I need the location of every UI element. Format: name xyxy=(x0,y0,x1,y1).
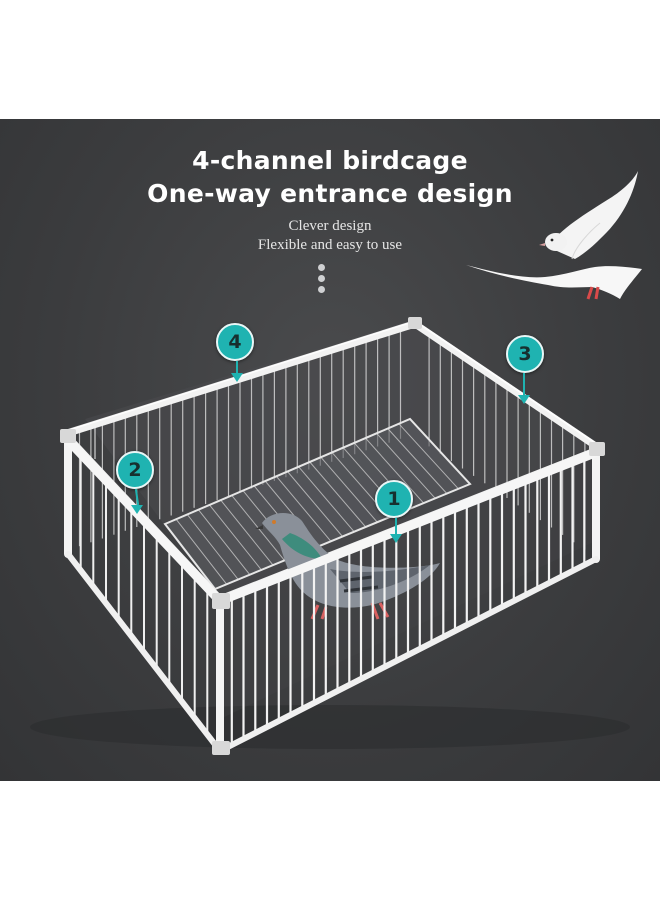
headline-line-2: One-way entrance design xyxy=(147,179,513,208)
headline-line-1: 4-channel birdcage xyxy=(192,146,468,175)
marker-4: 4 xyxy=(216,323,254,361)
birdcage-illustration xyxy=(30,171,642,755)
marker-1: 1 xyxy=(375,480,413,518)
cage-frame-posts xyxy=(64,433,600,755)
ellipsis-dots-icon xyxy=(316,264,326,297)
product-banner: 4-channel birdcage One-way entrance desi… xyxy=(0,119,660,781)
subtitle-line-2: Flexible and easy to use xyxy=(257,237,403,253)
marker-2: 2 xyxy=(116,451,154,489)
flying-dove-icon xyxy=(466,171,642,300)
subtitle-line-1: Clever design xyxy=(288,218,372,234)
marker-3: 3 xyxy=(506,335,544,373)
